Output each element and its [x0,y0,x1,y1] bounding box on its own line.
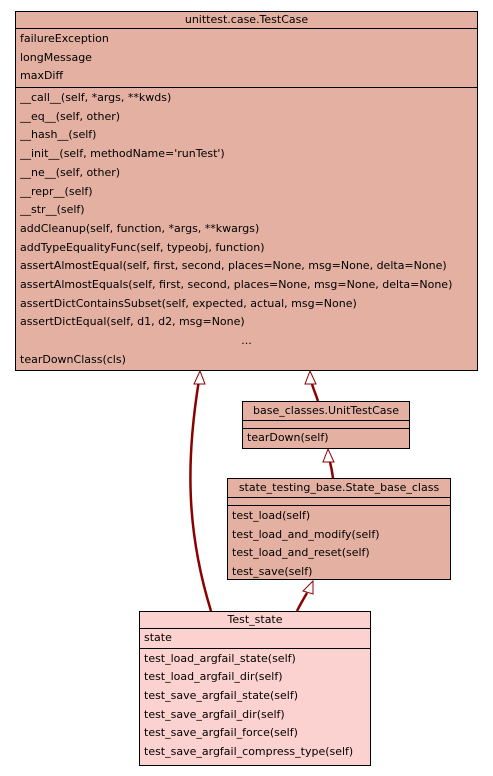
methods-ellipsis: ... [241,334,252,347]
method: test_load_argfail_dir(self) [144,670,283,684]
method: __repr__(self) [20,184,93,198]
attributes-section [228,498,450,506]
attribute: state [144,631,172,644]
edge-unittestcase-to-testcase [310,383,320,402]
methods-section: test_load_argfail_state(self) test_load_… [140,649,370,762]
class-statebase[interactable]: state_testing_base.State_base_class test… [227,478,451,580]
method: addTypeEqualityFunc(self, typeobj, funct… [20,240,265,254]
attributes-section [243,421,409,429]
method: test_save_argfail_force(self) [144,726,298,740]
methods-section: __call__(self, *args, **kwds) __eq__(sel… [16,88,477,371]
method: __call__(self, *args, **kwds) [20,91,172,105]
class-title: base_classes.UnitTestCase [243,402,409,421]
method: __hash__(self) [20,128,97,142]
method: assertAlmostEquals(self, first, second, … [20,277,453,291]
method: __eq__(self, other) [20,109,121,123]
method: test_save_argfail_state(self) [144,689,299,703]
class-teststate[interactable]: Test_state state test_load_argfail_state… [139,611,371,766]
method: test_save_argfail_dir(self) [144,707,285,721]
class-unittestcase[interactable]: base_classes.UnitTestCase tearDown(self) [242,401,410,449]
edge-teststate-to-statebase [295,592,309,612]
method: __ne__(self, other) [20,165,121,179]
attribute: failureException [20,32,109,45]
edge-statebase-to-unittestcase [328,461,335,479]
attribute: maxDiff [20,69,64,83]
class-title: Test_state [140,612,370,629]
method: tearDownClass(cls) [20,352,126,366]
attributes-section: state [140,629,370,649]
class-testcase[interactable]: unittest.case.TestCase failureException … [15,11,478,371]
method: test_load_and_reset(self) [232,546,370,560]
method: __str__(self) [20,203,85,217]
method: test_save_argfail_compress_type(self) [144,745,354,759]
class-title: state_testing_base.State_base_class [228,479,450,498]
method: assertDictEqual(self, d1, d2, msg=None) [20,315,245,329]
method: tearDown(self) [247,431,329,444]
attribute: longMessage [20,50,92,64]
attributes-section: failureException longMessage maxDiff [16,29,477,89]
method: __init__(self, methodName='runTest') [20,147,225,161]
method: test_load_argfail_state(self) [144,651,296,665]
methods-section: test_load(self) test_load_and_modify(sel… [228,506,450,582]
method: test_load(self) [232,509,311,522]
method: test_load_and_modify(self) [232,527,380,541]
arrowhead-unittestcase-to-testcase [304,369,317,385]
arrowhead-teststate-to-testcase [193,369,206,385]
arrowhead-teststate-to-statebase [302,579,314,595]
methods-section: tearDown(self) [243,429,409,448]
edge-teststate-to-testcase [189,379,213,612]
method: addCleanup(self, function, *args, **kwar… [20,221,260,235]
method: assertAlmostEqual(self, first, second, p… [20,259,447,273]
method: test_save(self) [232,565,313,579]
class-title: unittest.case.TestCase [16,12,477,29]
arrowhead-statebase-to-unittestcase [322,447,335,463]
method: assertDictContainsSubset(self, expected,… [20,296,357,310]
